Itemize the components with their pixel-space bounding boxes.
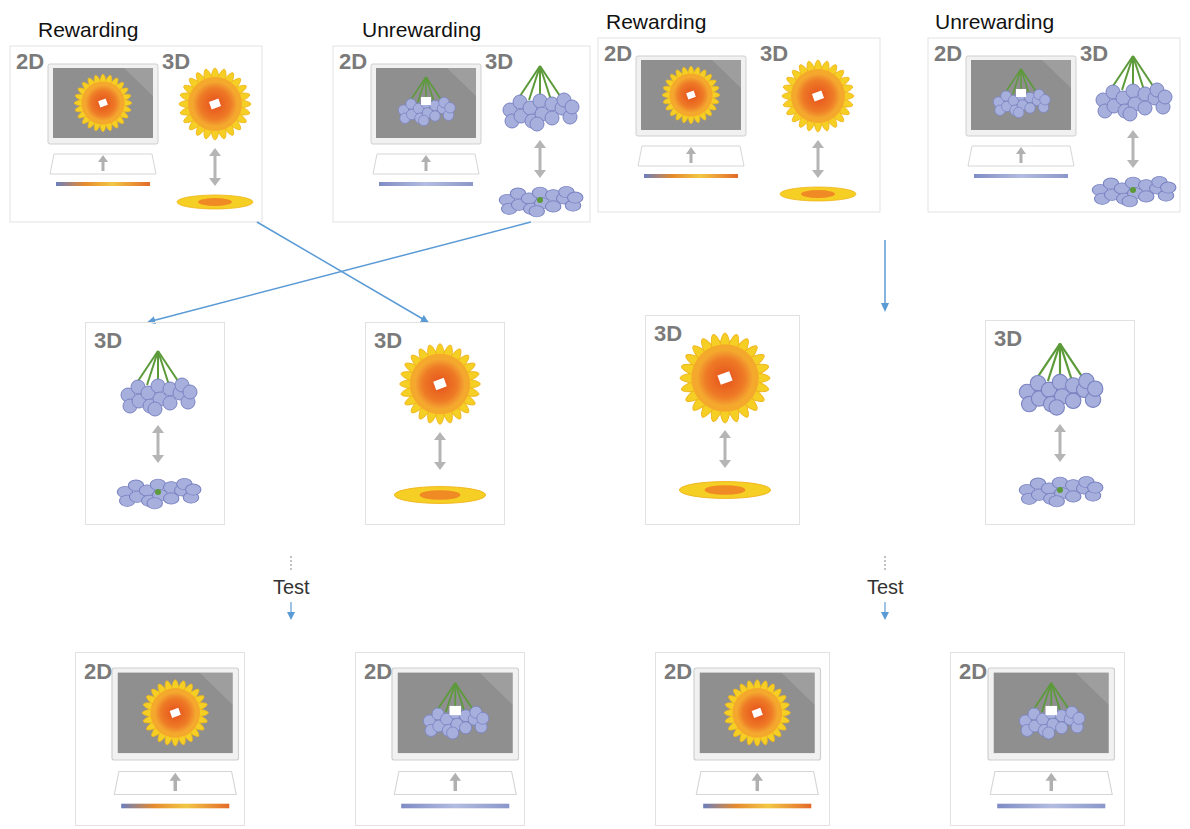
double-arrow [719,430,731,468]
flat-blue-flower [1019,476,1103,506]
dimension-label: 3D [1080,42,1108,66]
monitor-blue [974,69,1068,178]
double-arrow [1127,130,1139,168]
yellow-flower [179,68,252,141]
dotted-line [290,556,291,570]
training-panel: 3D [985,320,1135,525]
blue-flower [503,66,579,131]
monitor-yellow [644,66,738,178]
monitor-blue [379,77,473,186]
dimension-label: 3D [374,329,402,353]
transfer-arrow [148,222,531,322]
dimension-label: 3D [760,42,788,66]
condition-heading: Rewarding [38,18,138,41]
blue-flower [1096,83,1172,121]
monitor-blue [371,64,481,186]
dimension-label: 3D [485,50,513,74]
monitor-blue [392,668,519,808]
trial-panel: Rewarding 2D 3D [598,4,880,212]
double-arrow [152,425,164,463]
flat-yellow-flower [679,482,770,499]
condition-heading: Unrewarding [935,10,1054,33]
double-arrow [534,140,546,178]
arrow-head [881,303,889,312]
test-panel: 2D [950,652,1125,826]
dimension-label: 2D [339,50,367,74]
blue-flower [1019,373,1103,415]
flat-blue-flower [1092,176,1176,206]
panel-frame [598,38,880,212]
monitor-yellow [112,668,239,808]
panel-frame [928,38,1180,212]
blue-flower [1019,344,1103,416]
phase-label: Test [864,576,907,598]
arrow-head [881,612,889,620]
training-panel: 3D [365,322,505,525]
dotted-line [884,556,885,570]
monitor-yellow [48,64,158,186]
dimension-label: 2D [604,42,632,66]
dimension-label: 2D [84,660,112,684]
arrow-head [287,612,295,620]
trial-panel: Unrewarding 2D 3D [333,12,590,222]
dimension-label: 2D [364,660,392,684]
flat-yellow-flower [394,487,485,504]
training-panel: 3D [85,322,225,525]
yellow-flower [782,60,855,133]
flat-blue-flower [499,186,583,216]
trial-panel: Unrewarding 2D 3D [928,4,1180,212]
condition-heading: Rewarding [606,10,706,33]
monitor-yellow [56,74,150,186]
panel-frame [333,46,590,222]
phase-arrow [884,240,886,304]
dimension-label: 3D [94,329,122,353]
dimension-label: 3D [654,322,682,346]
yellow-flower [680,333,771,424]
dimension-label: 3D [162,50,190,74]
blue-flower [503,93,579,131]
transfer-arrow [257,222,428,322]
condition-heading: Unrewarding [362,18,481,41]
phase-label: Test [270,576,313,598]
dimension-label: 2D [664,660,692,684]
dimension-label: 2D [16,50,44,74]
dimension-label: 3D [994,327,1022,351]
dimension-label: 2D [934,42,962,66]
double-arrow [209,148,221,186]
flat-yellow-flower [177,195,253,209]
monitor-blue [988,668,1115,808]
dimension-label: 2D [959,660,987,684]
blue-flower [121,351,197,416]
monitor-blue [966,56,1076,178]
monitor-blue [997,683,1105,808]
flat-blue-flower [117,478,201,508]
blue-flower [121,378,197,416]
test-panel: 2D [655,652,830,826]
monitor-blue [401,683,509,808]
test-panel: 2D [355,652,525,826]
double-arrow [1054,424,1066,462]
trial-panel: Rewarding 2D 3D [10,12,262,222]
monitor-yellow [694,668,821,808]
monitor-yellow [703,679,811,808]
double-arrow [434,432,446,470]
flat-yellow-flower [780,187,856,201]
monitor-yellow [121,679,229,808]
double-arrow [812,140,824,178]
panel-frame [10,46,262,222]
test-panel: 2D [75,652,245,826]
yellow-flower [399,343,480,424]
monitor-yellow [636,56,746,178]
training-panel: 3D [645,315,800,525]
